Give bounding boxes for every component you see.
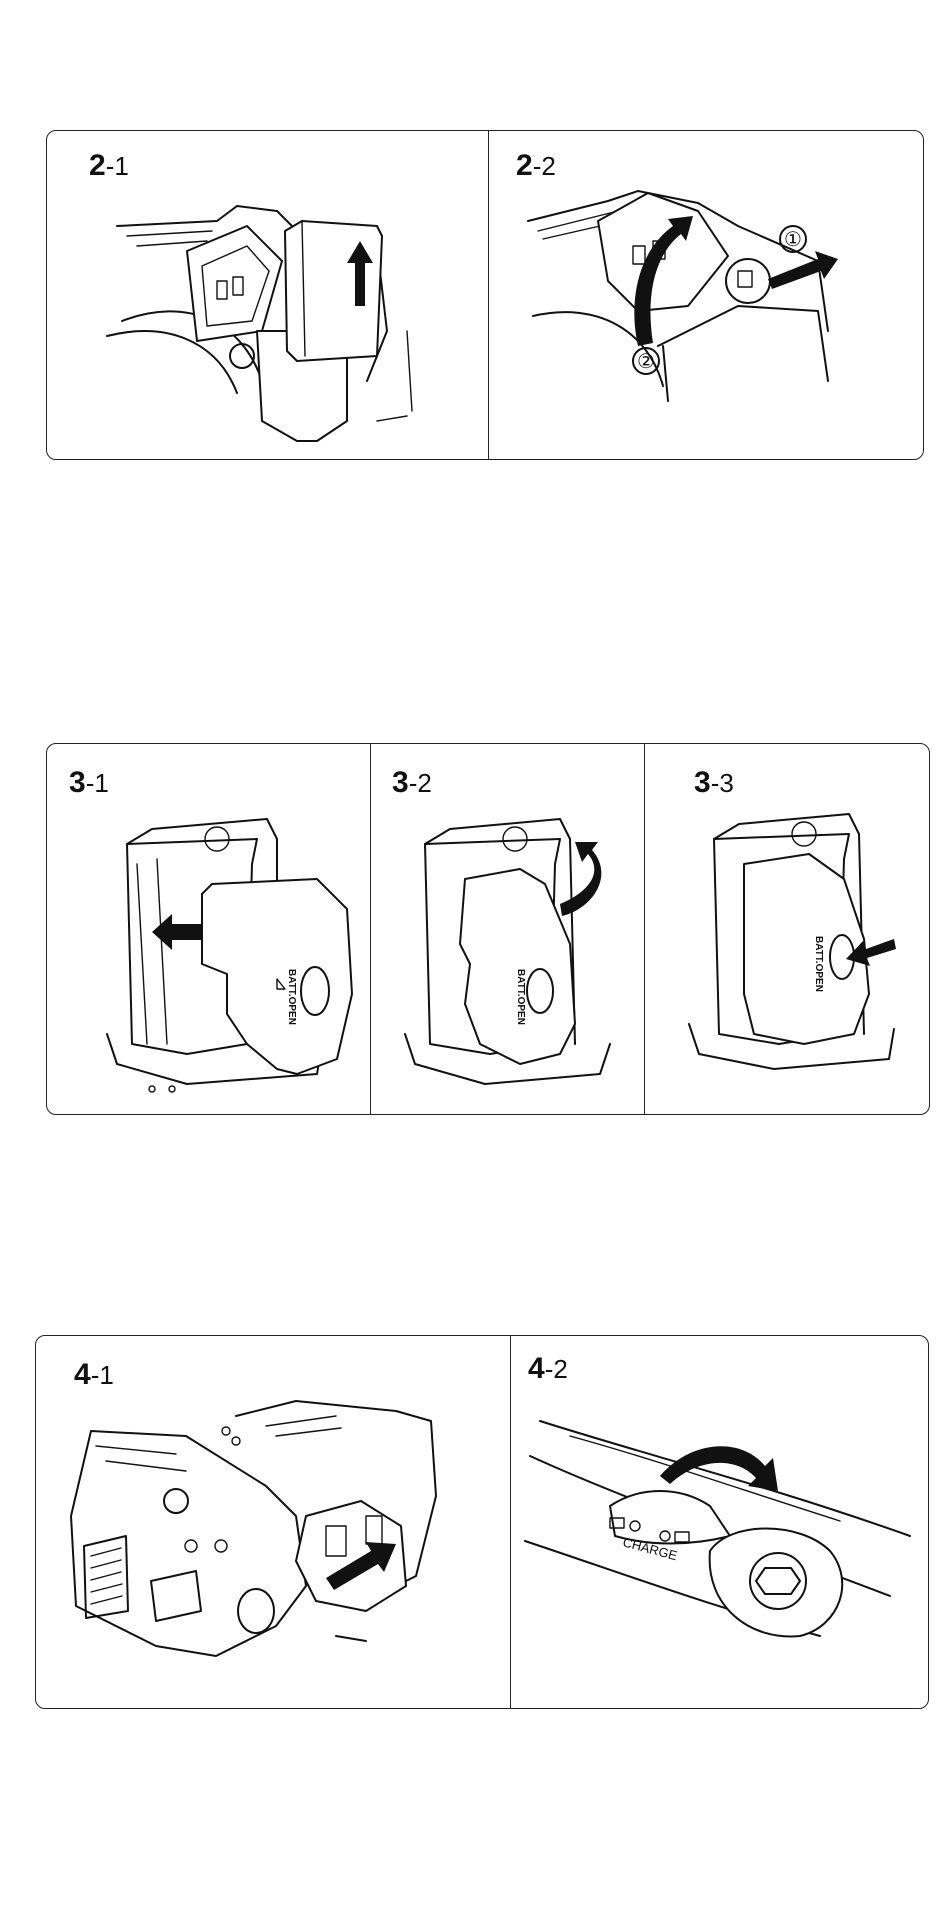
figure-2-box: 2-1 2-2: [46, 130, 924, 460]
batt-open-label-3-3: BATT.OPEN: [813, 936, 824, 992]
lock-knob-illustration: CHARGE: [510, 1336, 930, 1710]
door-release-illustration: ① ②: [488, 131, 925, 461]
batt-open-label-3-2: BATT.OPEN: [515, 969, 526, 1025]
panel-3-1: 3-1 BATT.OPEN: [47, 744, 370, 1114]
door-insert-illustration: BATT.OPEN: [47, 744, 370, 1116]
figure-4-box: 4-1: [35, 1335, 929, 1709]
batt-open-label-3-1: BATT.OPEN: [286, 969, 297, 1025]
figure-3-box: 3-1 BATT.OPEN 3-2: [46, 743, 930, 1115]
callout-1: ①: [784, 229, 802, 251]
panel-3-3: 3-3 BATT.OPEN: [644, 744, 931, 1114]
panel-4-1: 4-1: [36, 1336, 510, 1708]
door-close-illustration: BATT.OPEN: [370, 744, 644, 1116]
panel-4-2: 4-2 CHARGE: [510, 1336, 930, 1708]
battery-removal-illustration: [47, 131, 488, 461]
grip-attach-illustration: [36, 1336, 510, 1710]
panel-2-2: 2-2 ① ②: [488, 131, 925, 459]
panel-3-2: 3-2 BATT.OPEN: [370, 744, 644, 1114]
door-press-illustration: BATT.OPEN: [644, 744, 931, 1116]
panel-2-1: 2-1: [47, 131, 488, 459]
callout-2: ②: [637, 351, 655, 373]
